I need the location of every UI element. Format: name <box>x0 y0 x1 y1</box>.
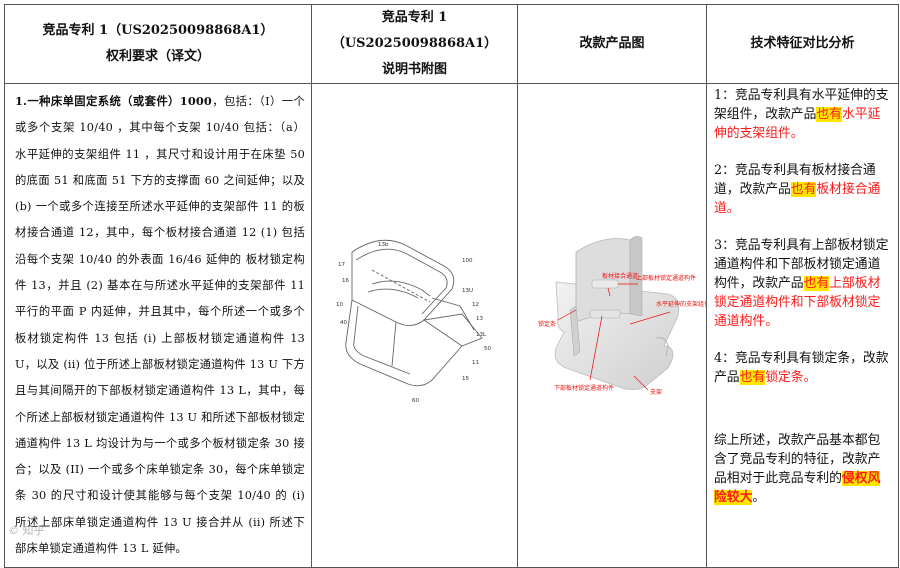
fig-label: 13L <box>476 332 487 338</box>
label-lock-strip: 锁定条 <box>538 320 556 328</box>
fig-label: 50 <box>484 346 491 352</box>
claim-lead: 1.一种床单固定系统（或套件）1000 <box>15 94 212 108</box>
fig-label: 40 <box>340 320 347 326</box>
highlight: 也有 <box>803 276 830 291</box>
patent-figure-cell: 13b 100 17 16 10 40 13U 12 13 13L 50 11 … <box>311 83 518 568</box>
analysis-text: 1：竞品专利具有水平延伸的支架组件，改款产品也有水平延伸的支架组件。 2：竞品专… <box>707 84 898 507</box>
header-row: 竞品专利 1（US20250098868A1） 权利要求（译文） 竞品专利 1（… <box>4 4 899 84</box>
header-drawings-line2: 说明书附图 <box>381 62 447 77</box>
patent-bracket-sketch <box>345 239 483 387</box>
analysis-point-4: 4：竞品专利具有锁定条，改款产品也有锁定条。 <box>714 351 889 385</box>
analysis-point-2: 2：竞品专利具有板材接合通道，改款产品也有板材接合通道。 <box>714 163 881 216</box>
fig-label: 60 <box>412 398 419 404</box>
claim-body: ，包括：（I）一个或多个支架 10/40 ，其中每个支架 10/40 包括：（a… <box>15 95 305 556</box>
analysis-summary: 综上所述，改款产品基本都包含了竞品专利的特征，改款产品相对于此竞品专利的侵权风险… <box>714 433 881 505</box>
watermark: © 知乎 <box>8 524 45 537</box>
header-claims: 竞品专利 1（US20250098868A1） 权利要求（译文） <box>4 4 312 84</box>
fig-label: 12 <box>472 302 479 308</box>
fig-label: 11 <box>472 360 479 366</box>
fig-label: 10 <box>336 302 343 308</box>
fig-label: 13U <box>462 288 473 294</box>
claim-text: 1.一种床单固定系统（或套件）1000，包括：（I）一个或多个支架 10/40 … <box>5 84 311 562</box>
patent-drawing: 13b 100 17 16 10 40 13U 12 13 13L 50 11 … <box>336 239 491 404</box>
label-bracket: 支架 <box>650 388 662 396</box>
product-figure-cell: 锁定条 板材接合通道 上部板材锁定通道构件 水平延伸的支架组件 下部板材锁定通道… <box>517 83 710 568</box>
product-photo: 锁定条 板材接合通道 上部板材锁定通道构件 水平延伸的支架组件 下部板材锁定通道… <box>538 236 710 396</box>
fig-label: 100 <box>462 258 473 264</box>
highlight: 也有 <box>739 370 766 385</box>
fig-label: 15 <box>462 376 469 382</box>
product-bracket <box>554 236 680 390</box>
header-product: 改款产品图 <box>517 4 707 84</box>
comparison-table: 竞品专利 1（US20250098868A1） 权利要求（译文） 竞品专利 1（… <box>4 4 899 568</box>
label-upper-lock: 上部板材锁定通道构件 <box>636 274 696 282</box>
analysis-cell: 1：竞品专利具有水平延伸的支架组件，改款产品也有水平延伸的支架组件。 2：竞品专… <box>706 83 899 568</box>
header-analysis: 技术特征对比分析 <box>706 4 899 84</box>
claims-cell: 1.一种床单固定系统（或套件）1000，包括：（I）一个或多个支架 10/40 … <box>4 83 312 568</box>
comparison-page: 竞品专利 1（US20250098868A1） 权利要求（译文） 竞品专利 1（… <box>4 4 899 568</box>
analysis-point-3: 3：竞品专利具有上部板材锁定通道构件和下部板材锁定通道构件，改款产品也有上部板材… <box>714 238 889 329</box>
highlight: 也有 <box>790 182 817 197</box>
header-claims-line1: 竞品专利 1（US20250098868A1） <box>42 23 274 38</box>
header-drawings: 竞品专利 1（US20250098868A1） 说明书附图 <box>311 4 518 84</box>
fig-label: 13b <box>378 242 389 248</box>
label-plate-channel: 板材接合通道 <box>602 272 638 280</box>
fig-label: 13 <box>476 316 483 322</box>
product-labels: 锁定条 板材接合通道 上部板材锁定通道构件 水平延伸的支架组件 下部板材锁定通道… <box>538 272 710 396</box>
patent-figure-labels: 13b 100 17 16 10 40 13U 12 13 13L 50 11 … <box>336 242 491 404</box>
label-lower-lock: 下部板材锁定通道构件 <box>554 384 614 392</box>
fig-label: 16 <box>342 278 349 284</box>
fig-label: 17 <box>338 262 345 268</box>
header-drawings-line1: 竞品专利 1（US20250098868A1） <box>331 10 498 51</box>
header-claims-line2: 权利要求（译文） <box>105 49 210 64</box>
highlight: 也有 <box>816 107 842 122</box>
analysis-point-1: 1：竞品专利具有水平延伸的支架组件，改款产品也有水平延伸的支架组件。 <box>714 88 889 141</box>
content-row: 1.一种床单固定系统（或套件）1000，包括：（I）一个或多个支架 10/40 … <box>4 83 899 568</box>
product-leader-lines <box>557 283 671 391</box>
label-horizontal-bracket: 水平延伸的支架组件 <box>656 300 706 308</box>
